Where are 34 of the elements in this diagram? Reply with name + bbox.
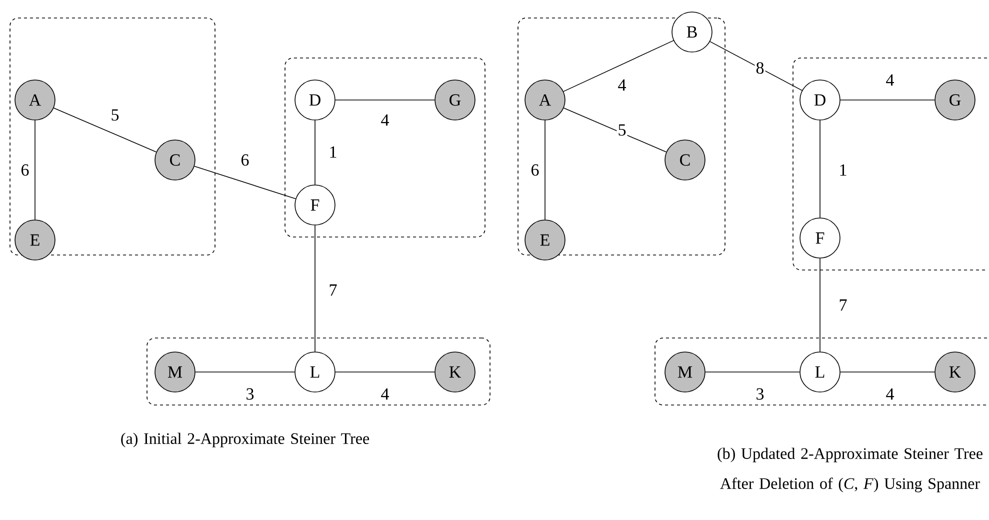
edge-line xyxy=(544,120,546,220)
edge-weight: 4 xyxy=(616,78,628,92)
edge-line xyxy=(710,41,802,91)
edge-weight: 1 xyxy=(838,163,848,177)
group-box xyxy=(518,18,726,256)
edge-weight: 1 xyxy=(328,145,338,159)
edge-weight: 3 xyxy=(754,387,766,401)
subfigure-caption: (a) Initial 2-Approximate Steiner Tree xyxy=(121,432,370,448)
edge-line xyxy=(34,120,36,220)
subfigure-caption: (b) Updated 2-Approximate Steiner Tree After Deletion of (C, F) Using Spanner xyxy=(718,448,982,492)
edge-weight: 3 xyxy=(244,387,256,401)
edge-weight: 6 xyxy=(530,163,540,177)
edge-weight: 4 xyxy=(380,113,390,127)
edge-weight: 7 xyxy=(328,283,338,297)
edge-weight: 6 xyxy=(240,153,250,167)
group-box xyxy=(146,338,490,406)
edge-line xyxy=(314,225,316,352)
edge-line xyxy=(563,108,667,152)
edge-weight: 4 xyxy=(380,387,390,401)
group-box xyxy=(284,58,486,238)
edge-weight: 8 xyxy=(754,61,766,75)
edge-weight: 4 xyxy=(884,73,896,87)
edge-weight: 4 xyxy=(884,387,896,401)
group-box xyxy=(654,338,988,406)
group-box xyxy=(792,58,988,270)
edge-weight: 7 xyxy=(838,298,848,312)
edge-line xyxy=(194,166,296,200)
edge-line xyxy=(53,108,157,152)
edge-line xyxy=(314,120,316,185)
edge-weight: 5 xyxy=(616,123,628,137)
edge-weight: 6 xyxy=(20,163,30,177)
edge-weight: 5 xyxy=(110,108,120,122)
group-box xyxy=(10,18,216,256)
edge-line xyxy=(563,40,674,92)
